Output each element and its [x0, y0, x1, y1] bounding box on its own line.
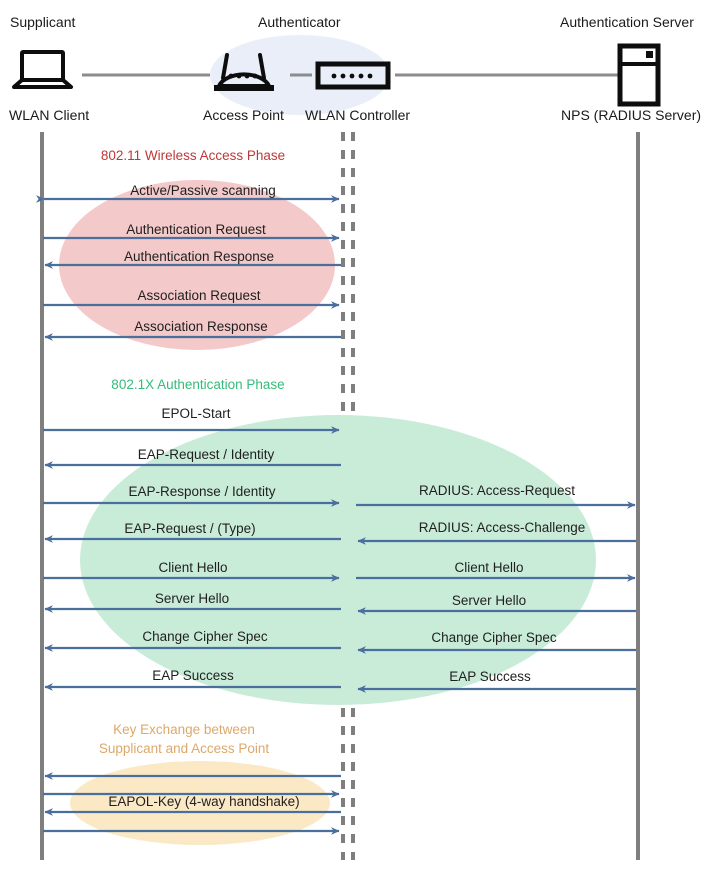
phase-802-1x-arrows — [43, 426, 636, 693]
message-label-eapol-key-4-way-handshake: EAPOL-Key (4-way handshake) — [108, 794, 300, 809]
message-label-eap-response-identity: EAP-Response / Identity — [128, 484, 276, 499]
phase-802-1x-ellipse — [80, 415, 596, 705]
message-label-client-hello-left: Client Hello — [158, 560, 228, 575]
phase-title-802-11: 802.11 Wireless Access Phase — [100, 148, 286, 163]
phase-key-exchange-arrows — [43, 772, 341, 835]
message-label-eap-success-right: EAP Success — [449, 669, 531, 684]
message-label-radius-access-challenge: RADIUS: Access-Challenge — [418, 520, 586, 535]
message-label-authentication-request: Authentication Request — [126, 222, 266, 237]
message-label-eap-request-type: EAP-Request / (Type) — [124, 521, 256, 536]
actor-role-authenticator: Authenticator — [258, 14, 341, 30]
message-label-server-hello-left: Server Hello — [154, 591, 230, 606]
phase-title-key-exchange-line2: Supplicant and Access Point — [98, 741, 270, 756]
phase-title-802-1x: 802.1X Authentication Phase — [111, 377, 285, 392]
message-label-association-response: Association Response — [134, 319, 268, 334]
message-label-authentication-response: Authentication Response — [123, 249, 275, 264]
wireless-router-icon — [214, 53, 274, 91]
message-label-server-hello-right: Server Hello — [451, 593, 527, 608]
laptop-icon — [12, 50, 73, 89]
message-label-eap-success-left: EAP Success — [152, 668, 234, 683]
message-label-change-cipher-spec-right: Change Cipher Spec — [431, 630, 557, 645]
message-label-eap-request-identity: EAP-Request / Identity — [137, 447, 275, 462]
phase-802-11-arrows — [36, 195, 341, 341]
actor-device-nps-radius-server: NPS (RADIUS Server) — [561, 107, 702, 123]
header-group — [12, 35, 661, 115]
message-label-client-hello-right: Client Hello — [454, 560, 524, 575]
server-rack-icon — [617, 43, 661, 107]
message-label-active-passive-scanning: Active/Passive scanning — [130, 183, 276, 198]
actor-role-supplicant: Supplicant — [10, 14, 76, 30]
network-switch-icon — [315, 61, 391, 90]
message-label-radius-access-request: RADIUS: Access-Request — [418, 483, 576, 498]
message-label-association-request: Association Request — [137, 288, 261, 303]
message-label-change-cipher-spec-left: Change Cipher Spec — [142, 629, 268, 644]
phase-key-exchange-ellipse — [70, 761, 330, 845]
actor-device-access-point: Access Point — [203, 107, 284, 123]
actor-device-wlan-controller: WLAN Controller — [305, 107, 411, 123]
actor-role-authentication-server: Authentication Server — [560, 14, 694, 30]
actor-device-wlan-client: WLAN Client — [9, 107, 90, 123]
phase-title-key-exchange-line1: Key Exchange between — [113, 722, 255, 737]
message-label-eapol-start: EPOL-Start — [161, 406, 231, 421]
